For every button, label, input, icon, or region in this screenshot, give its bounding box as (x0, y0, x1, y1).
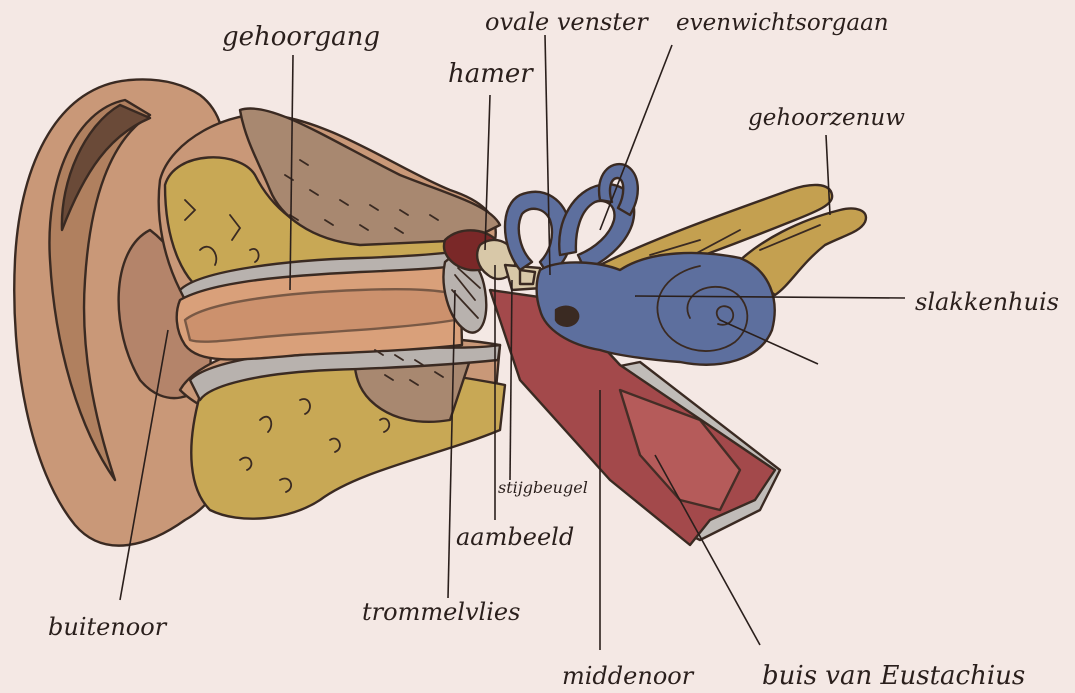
label-middenoor: middenoor (562, 662, 695, 690)
label-gehoorgang: gehoorgang (222, 22, 380, 52)
label-ovale-venster: ovale venster (485, 8, 649, 36)
label-hamer: hamer (448, 59, 534, 89)
label-buis-van-eustachius: buis van Eustachius (762, 661, 1025, 691)
label-evenwichtsorgaan: evenwichtsorgaan (676, 10, 889, 36)
label-trommelvlies: trommelvlies (362, 598, 520, 626)
label-buitenoor: buitenoor (48, 613, 168, 641)
label-slakkenhuis: slakkenhuis (915, 288, 1059, 316)
label-aambeeld: aambeeld (456, 523, 574, 551)
label-gehoorzenuw: gehoorzenuw (748, 105, 905, 131)
leader-ovale-venster (545, 35, 550, 275)
label-stijgbeugel: stijgbeugel (498, 478, 588, 497)
